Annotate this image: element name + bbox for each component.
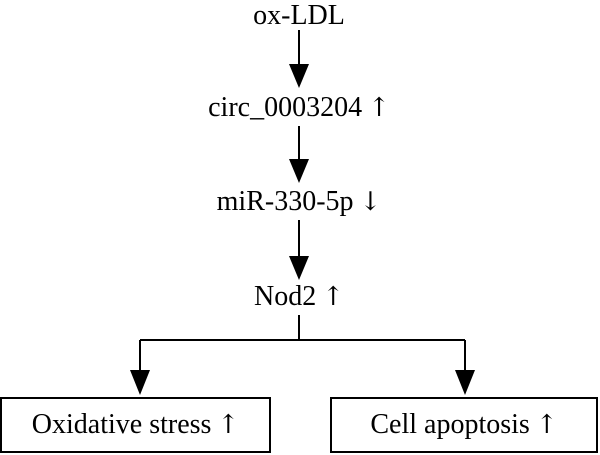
- node-nod2-label: Nod2: [253, 281, 317, 312]
- node-mir-label: miR-330-5p: [216, 186, 354, 217]
- box-oxidative-stress: Oxidative stress↑: [0, 397, 271, 453]
- arrowhead-nod2-to-oxidative: [130, 370, 150, 395]
- node-ox-ldl: ox-LDL: [253, 2, 345, 30]
- arrowhead-mir-to-nod2: [289, 256, 309, 280]
- box-apoptosis-label: Cell apoptosis: [370, 409, 530, 440]
- node-ox-ldl-label: ox-LDL: [253, 0, 345, 31]
- node-circ-0003204: circ_0003204↑: [208, 94, 390, 122]
- node-nod2: Nod2↑: [254, 283, 344, 311]
- node-mir-330-5p: miR-330-5p↓: [217, 188, 382, 216]
- arrowhead-oxldl-to-circ: [289, 64, 309, 88]
- up-arrow-icon: ↑: [217, 410, 240, 440]
- up-arrow-icon: ↑: [535, 410, 558, 440]
- node-circ-label: circ_0003204: [208, 92, 363, 123]
- down-arrow-icon: ↓: [359, 187, 382, 217]
- arrowhead-circ-to-mir: [289, 159, 309, 183]
- up-arrow-icon: ↑: [368, 93, 390, 123]
- box-cell-apoptosis: Cell apoptosis↑: [330, 397, 598, 453]
- up-arrow-icon: ↑: [322, 282, 345, 312]
- box-oxidative-label: Oxidative stress: [31, 409, 212, 440]
- arrowhead-nod2-to-apoptosis: [455, 370, 475, 395]
